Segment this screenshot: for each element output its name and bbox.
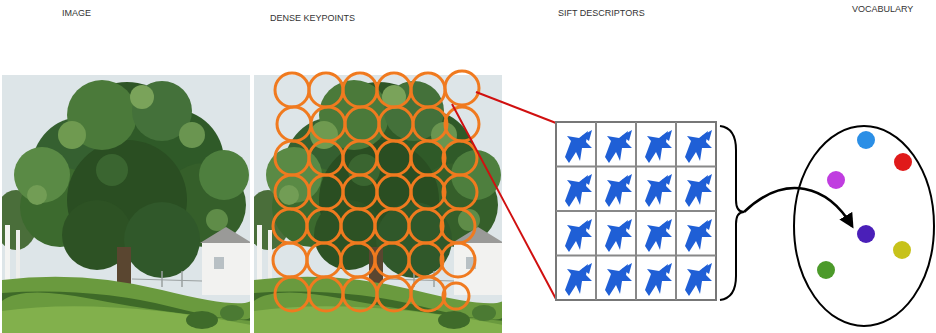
tree-photo-keypoints [246, 75, 504, 333]
zoom-lines [452, 92, 556, 299]
column-heading: DENSE KEYPOINTS [270, 14, 355, 24]
column-heading: SIFT DESCRIPTORS [558, 9, 645, 19]
column-heading: VOCABULARY [852, 5, 913, 15]
tree-photo [0, 75, 252, 333]
descriptor-grid [556, 122, 716, 300]
visual-words [817, 131, 912, 279]
column-heading: IMAGE [62, 9, 91, 19]
brace [720, 126, 744, 300]
keypoint-circles [273, 71, 479, 311]
vocabulary-ellipse [794, 126, 934, 326]
